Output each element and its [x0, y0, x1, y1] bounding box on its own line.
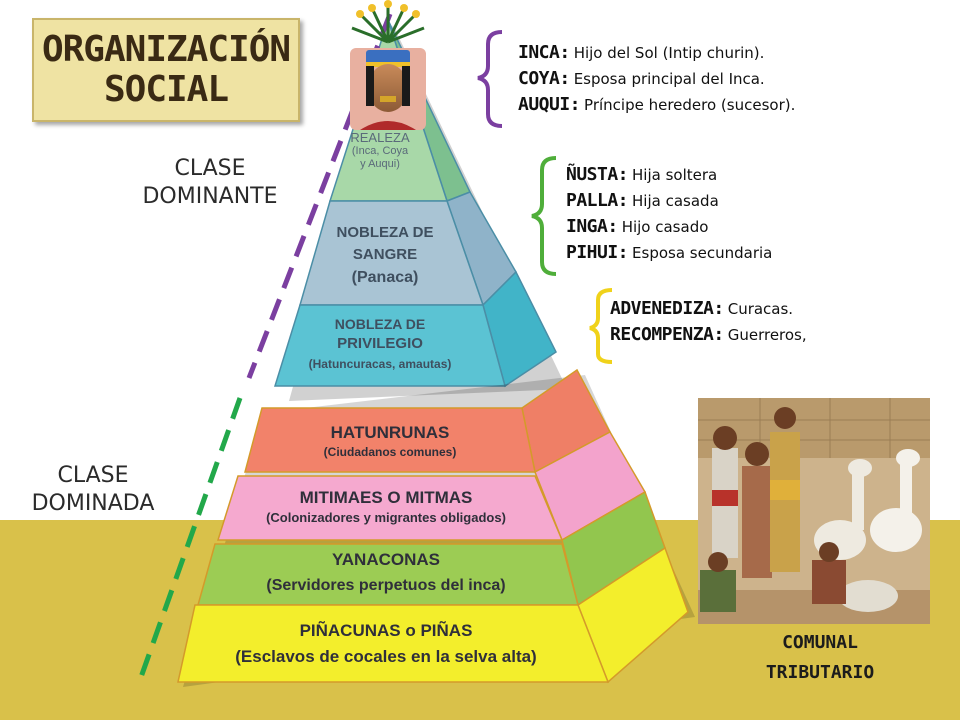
def-row: PIHUI:Esposa secundaria: [566, 242, 773, 263]
tier-pinacunas: PIÑACUNAS o PIÑAS (Esclavos de cocales e…: [235, 621, 537, 666]
sangre-bracket: [531, 156, 557, 276]
inca-portrait-icon: [350, 0, 426, 130]
def-row: ADVENEDIZA:Curacas.: [610, 298, 794, 319]
comunal-scene-illustration: [698, 398, 930, 624]
tier-nobleza-sangre: NOBLEZA DE SANGRE (Panaca): [336, 224, 434, 286]
hatunrunas-front: [244, 407, 536, 473]
clase-dominada-label: CLASE DOMINADA: [31, 463, 155, 516]
def-row: AUQUI:Príncipe heredero (sucesor).: [518, 94, 796, 115]
sangre-definitions: ÑUSTA:Hija soltera PALLA:Hija casada ING…: [566, 162, 772, 266]
lower-pyramid: [177, 368, 695, 687]
tier-mitimaes: MITIMAES O MITMAS (Colonizadores y migra…: [266, 488, 506, 525]
clase-dominante-label: CLASE DOMINANTE: [142, 156, 278, 209]
dominant-dashed-line: [246, 13, 393, 379]
tier-yanaconas: YANACONAS (Servidores perpetuos del inca…: [266, 550, 506, 594]
realeza-definitions: INCA:Hijo del Sol (Intip churin). COYA:E…: [518, 40, 795, 118]
def-row: INGA:Hijo casado: [566, 216, 709, 237]
title-box: ORGANIZACIÓN SOCIAL: [32, 18, 300, 122]
def-row: PALLA:Hija casada: [566, 190, 719, 211]
def-row: ÑUSTA:Hija soltera: [566, 164, 718, 185]
def-row: INCA:Hijo del Sol (Intip churin).: [518, 42, 765, 63]
privilegio-definitions: ADVENEDIZA:Curacas. RECOMPENZA:Guerreros…: [610, 296, 807, 348]
def-row: RECOMPENZA:Guerreros,: [610, 324, 807, 345]
tier-hatunrunas: HATUNRUNAS (Ciudadanos comunes): [323, 423, 457, 459]
privilegio-front: [273, 304, 506, 387]
title-line1: ORGANIZACIÓN: [41, 29, 291, 70]
title-line2: SOCIAL: [103, 69, 229, 110]
privilegio-bracket: [589, 288, 613, 364]
tier-realeza: REALEZA (Inca, Coya y Auqui): [350, 130, 410, 170]
dominated-dashed-line: [137, 397, 243, 681]
def-row: COYA:Esposa principal del Inca.: [518, 68, 765, 89]
comunal-tributario-caption: COMUNAL TRIBUTARIO: [765, 632, 875, 683]
tier-nobleza-privilegio: NOBLEZA DE PRIVILEGIO (Hatuncuracas, ama…: [308, 316, 452, 371]
mitimaes-front: [216, 475, 564, 541]
realeza-bracket: [477, 30, 503, 128]
pinacunas-front: [177, 604, 610, 683]
